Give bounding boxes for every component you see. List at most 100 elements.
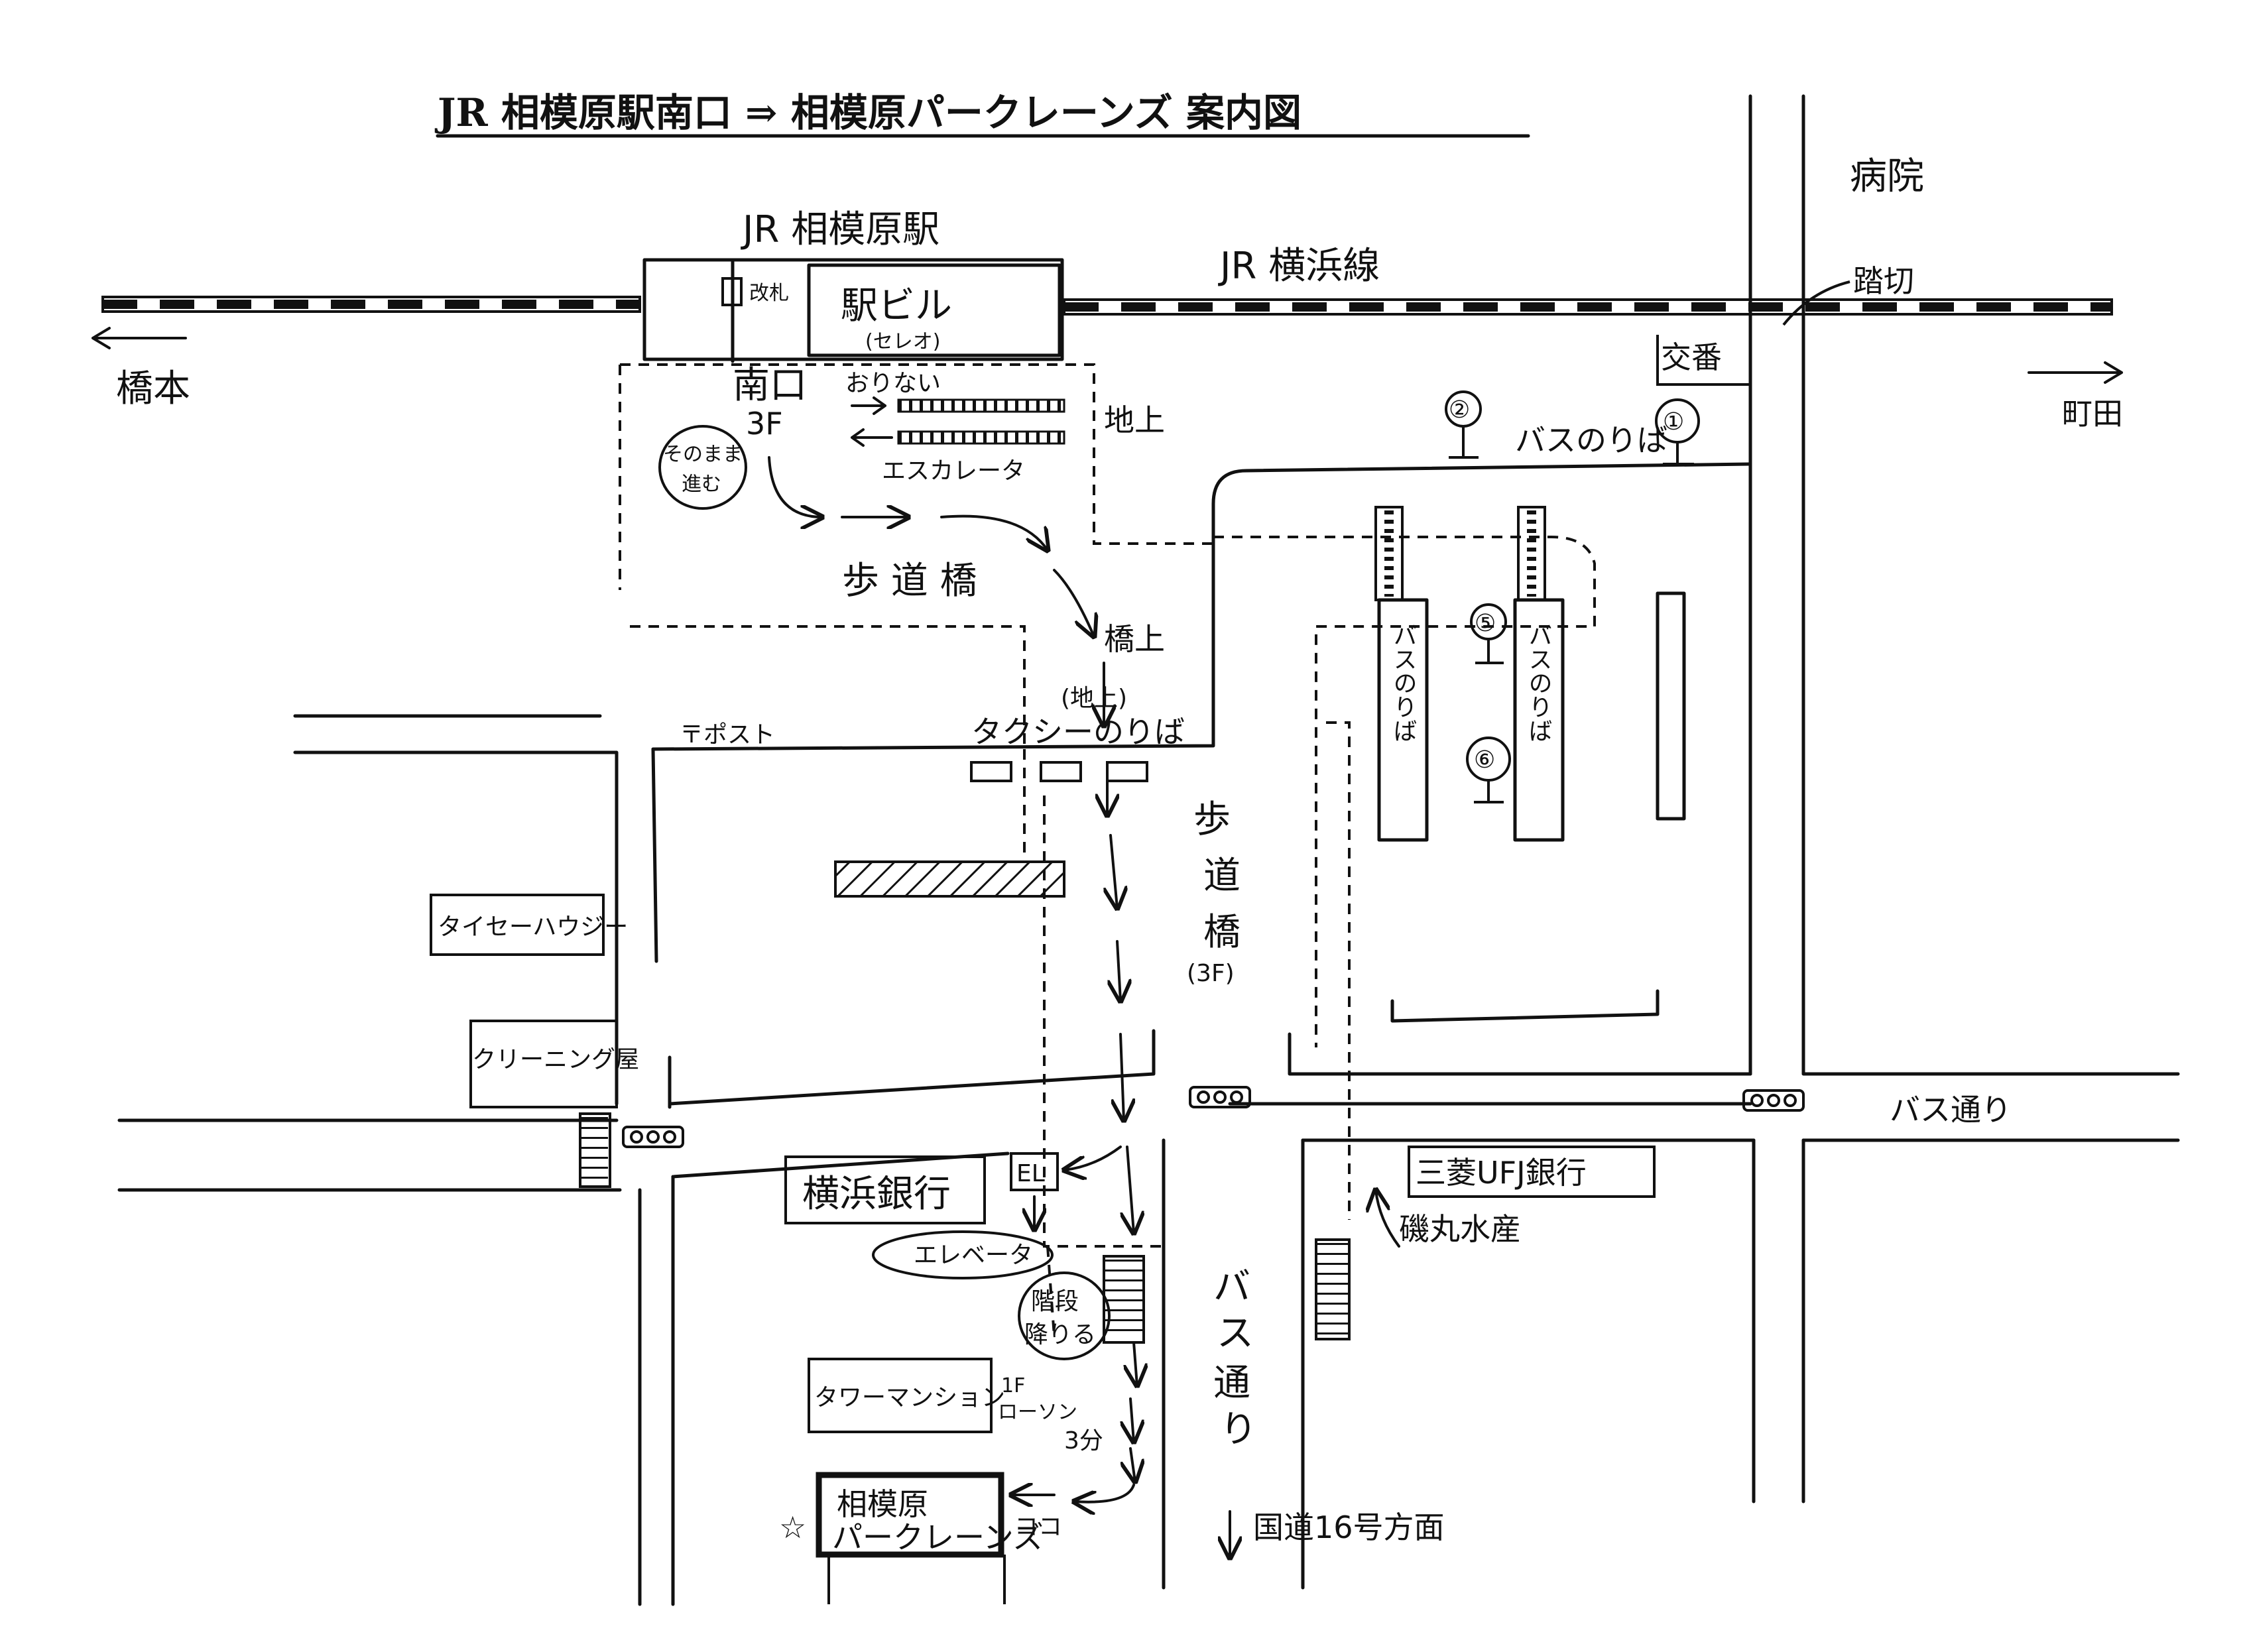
go-straight-bubble bbox=[658, 425, 747, 510]
stairs-line2: 降りる bbox=[1024, 1321, 1096, 1348]
mufg-bank-label: 三菱UFJ銀行 bbox=[1416, 1155, 1587, 1191]
koban-label: 交番 bbox=[1661, 339, 1722, 375]
route-down-8 bbox=[1130, 1397, 1134, 1442]
bus-stop-number-6: ⑥ bbox=[1474, 746, 1495, 774]
stairs-bubble bbox=[1018, 1271, 1111, 1360]
escalator-down-arrow bbox=[851, 396, 886, 415]
taisei-housing-box bbox=[430, 894, 605, 956]
mailbox-label: 〒ポスト bbox=[680, 721, 775, 748]
bus-street-vertical-3: 通 bbox=[1213, 1362, 1250, 1405]
route-arrow-4 bbox=[1053, 569, 1094, 636]
bus-platform-right bbox=[1513, 506, 1565, 842]
star-icon: ☆ bbox=[779, 1509, 806, 1545]
isomaru-leader bbox=[1376, 1190, 1400, 1248]
ticket-gate-label: 改札 bbox=[749, 282, 789, 305]
route-down-6 bbox=[1127, 1146, 1134, 1233]
station-building-label: 駅ビル bbox=[841, 284, 952, 327]
footbridge-upper-label: 歩 道 橋 bbox=[842, 560, 977, 603]
route-down-3 bbox=[1111, 834, 1117, 908]
label-hashimoto: 橋本 bbox=[116, 367, 190, 410]
bus-platform-right-label: バスのりば bbox=[1525, 623, 1552, 742]
traffic-light-left bbox=[622, 1126, 684, 1148]
taisei-housing-label: タイセーハウジー bbox=[438, 914, 628, 941]
arrow-to-machida bbox=[2028, 361, 2123, 384]
hatched-walkway bbox=[834, 860, 1065, 898]
route-to-isomaru-dashed bbox=[1326, 721, 1351, 1220]
route-down-5 bbox=[1120, 1033, 1124, 1120]
footbridge-left-dashed bbox=[1023, 749, 1164, 1336]
traffic-light-right bbox=[1742, 1089, 1805, 1112]
level-crossing-leader bbox=[1782, 280, 1850, 326]
road-lines bbox=[117, 94, 2180, 1606]
mufg-bank-box bbox=[1408, 1146, 1656, 1198]
railway-line-label: JR 横浜線 bbox=[1218, 245, 1380, 288]
level-crossing-label: 踏切 bbox=[1853, 263, 1914, 299]
stairs-icon bbox=[1103, 1255, 1145, 1344]
route-down-7 bbox=[1134, 1341, 1137, 1386]
taxi-ground-note: (地上) bbox=[1061, 685, 1127, 712]
escalator-up-arrow bbox=[851, 428, 893, 447]
bus-stop-area-label: バスのりば bbox=[1515, 422, 1667, 458]
elevator-bubble bbox=[872, 1230, 1054, 1279]
bus-stop-sign-2 bbox=[1445, 390, 1482, 459]
route-down-9 bbox=[1130, 1447, 1135, 1482]
route-arrow-3 bbox=[940, 514, 1048, 550]
bus-platform-left bbox=[1374, 506, 1429, 842]
bus-stop-number-5: ⑤ bbox=[1475, 610, 1496, 637]
station-frame bbox=[642, 258, 1064, 361]
cleaning-shop-box bbox=[469, 1020, 618, 1108]
elevator-arrow-in bbox=[1064, 1146, 1122, 1170]
lawson-line2: ローソン bbox=[998, 1401, 1077, 1424]
bus-stop-number-2: ② bbox=[1449, 396, 1470, 424]
bus-stop-sign-6 bbox=[1466, 737, 1511, 803]
bus-street-horizontal-label: バス通り bbox=[1890, 1092, 2012, 1128]
bus-terminal-dashed bbox=[1213, 536, 1596, 1047]
traffic-light-center bbox=[1189, 1086, 1251, 1108]
arrow-to-hashimoto bbox=[91, 327, 187, 349]
yokohama-bank-box bbox=[784, 1155, 986, 1224]
bus-platform-left-label: バスのりば bbox=[1390, 623, 1417, 742]
bus-stop-number-1: ① bbox=[1663, 408, 1684, 436]
ticket-gate-icon bbox=[721, 277, 743, 306]
lawson-line1: 1F bbox=[1001, 1374, 1025, 1397]
route-arrow-1 bbox=[768, 456, 822, 517]
destination-line1: 相模原 bbox=[837, 1486, 928, 1522]
south-exit-label: 南口 bbox=[733, 364, 807, 407]
elevator-box bbox=[1010, 1152, 1059, 1191]
bus-stop-sign-5 bbox=[1470, 603, 1507, 664]
footbridge-vertical-1: 歩 bbox=[1193, 798, 1231, 841]
hospital-label: 病院 bbox=[1850, 155, 1924, 198]
escalator-icon bbox=[897, 398, 1065, 445]
on-bridge-label: 橋上 bbox=[1104, 621, 1165, 657]
here-label: ココ bbox=[1014, 1513, 1062, 1541]
map-title: JR 相模原駅南口 ⇒ 相模原パークレーンズ 案内図 bbox=[434, 90, 1302, 135]
escalator-label: エスカレータ bbox=[882, 457, 1025, 485]
crosswalk-right bbox=[1315, 1238, 1351, 1340]
crosswalk-left bbox=[579, 1112, 611, 1188]
south-exit-deck-outline bbox=[619, 363, 1213, 749]
station-label: JR 相模原駅 bbox=[741, 208, 939, 251]
elevator-label: エレベータ bbox=[914, 1242, 1033, 1269]
label-machida: 町田 bbox=[2062, 396, 2123, 432]
station-building bbox=[807, 263, 1061, 357]
taxi-box-3 bbox=[1106, 761, 1148, 782]
footbridge-vertical-3: 橋 bbox=[1203, 911, 1241, 954]
go-straight-line2: 進む bbox=[682, 473, 721, 496]
route-down-4 bbox=[1117, 940, 1120, 1001]
bus-street-vertical-2: ス bbox=[1217, 1312, 1254, 1355]
ground-level-label: 地上 bbox=[1104, 402, 1165, 438]
destination-line2: パークレーンズ bbox=[832, 1519, 1044, 1555]
stairs-line1: 階段 bbox=[1031, 1288, 1079, 1315]
footbridge-floor-label: (3F) bbox=[1187, 960, 1235, 987]
isomaru-label: 磯丸水産 bbox=[1399, 1211, 1521, 1247]
bus-island-right bbox=[1656, 591, 1686, 821]
railway-track bbox=[101, 296, 2113, 316]
tower-mansion-label: タワーマンション bbox=[814, 1384, 1005, 1411]
taxi-box-2 bbox=[1040, 761, 1082, 782]
elevator-box-label: EL bbox=[1016, 1160, 1045, 1187]
destination-box bbox=[816, 1472, 1004, 1558]
escalator-note: おりない bbox=[845, 370, 941, 397]
walk-time-label: 3分 bbox=[1064, 1427, 1103, 1454]
bus-street-vertical-1: バ bbox=[1213, 1266, 1250, 1309]
footbridge-vertical-2: 道 bbox=[1203, 855, 1241, 898]
